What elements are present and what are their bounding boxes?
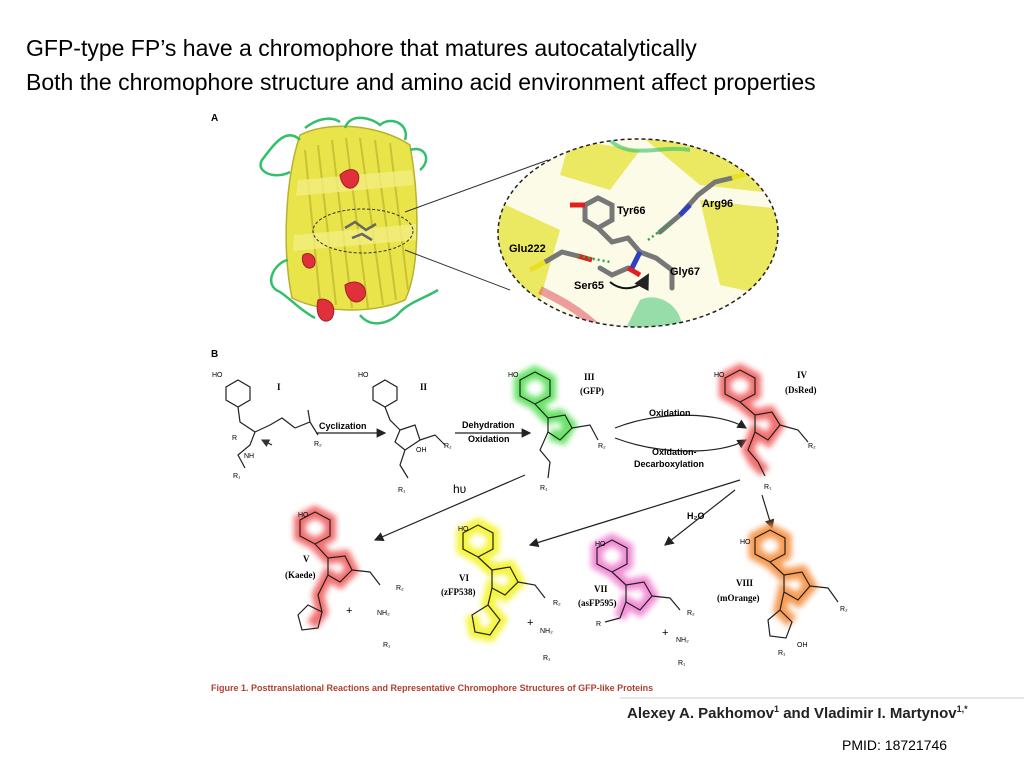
arrow-to-morange [761,494,775,530]
label-r2-vi: R₂ [553,600,561,607]
label-r1-viii: R₁ [778,650,786,657]
label-r-i: R [232,435,237,442]
label-r2-iv: R₂ [808,443,816,450]
label-ho-iv: HO [714,372,725,379]
structure-iii-gfp [514,365,599,479]
stage-label-i: I [277,382,281,392]
label-plus-v: + [346,605,352,617]
arrow-label-oxidation-step: Oxidation [468,434,510,444]
label-plus-vii: + [662,627,668,639]
zoom-line-bottom [404,249,511,291]
panel-a-letter: A [211,113,218,124]
label-r-vii: R [596,621,601,628]
arrow-to-zfp538 [528,479,741,548]
stage-label-viii: VIII [736,578,754,588]
author-2: Vladimir I. Martynov [814,705,957,722]
label-plus-vi: + [527,617,533,629]
gfp-barrel-structure [259,116,439,325]
arrow-label-dehydration: Dehydration [462,420,515,430]
arrow-label-oxidation-decarb-1: Oxidation- [652,447,697,457]
label-ho-ii: HO [358,372,369,379]
name-label-asfp595: (asFP595) [578,598,617,608]
label-r2-viii: R₂ [840,606,848,613]
label-r1-iv: R₁ [764,484,772,491]
residue-label-arg96: Arg96 [702,198,733,210]
stage-label-iv: IV [797,370,808,380]
label-r1-vii: R₁ [678,660,686,667]
label-r2-vii: R₂ [687,610,695,617]
stage-label-vi: VI [459,573,469,583]
structure-viii-morange [748,522,839,639]
zoom-line-top [404,159,549,213]
arrow-label-oxidation-decarb-2: Decarboxylation [634,459,704,469]
stage-label-v: V [303,554,310,564]
figure-caption: Figure 1. Posttranslational Reactions an… [211,683,654,693]
slide-heading-line-1: GFP-type FP’s have a chromophore that ma… [26,35,697,61]
arrow-label-water: H₂O [687,511,705,521]
label-r1-i: R₁ [233,473,241,480]
name-label-dsred: (DsRed) [785,385,817,395]
label-r2-v: R₂ [396,585,404,592]
name-label-zfp538: (zFP538) [441,587,475,597]
label-nh2-vi: NH₂ [540,628,553,635]
stage-label-iii: III [584,372,595,382]
structure-vii-asfp595 [591,533,681,623]
stage-label-ii: II [420,382,428,392]
label-ho-vii: HO [595,541,606,548]
arrow-to-asfp595 [664,489,736,546]
label-r2-ii: R₂ [444,443,452,450]
label-ho-i: HO [212,372,223,379]
arrow-label-cyclization: Cyclization [319,421,367,431]
structure-i [225,379,319,469]
structure-iv-dsred [719,363,809,477]
structure-v-kaede [294,505,381,631]
label-r2-i: R₂ [314,441,322,448]
label-r2-iii: R₂ [598,443,606,450]
label-r1-ii: R₁ [398,487,406,494]
label-r1-vi: R₁ [543,655,551,662]
label-ho-v: HO [298,512,309,519]
arrow-oxidation-decarboxylation [614,437,748,452]
label-r1-v: R₁ [383,642,391,649]
residue-label-glu222: Glu222 [509,243,546,255]
label-ho-vi: HO [458,526,469,533]
residue-label-ser65: Ser65 [574,280,604,292]
chromophore-active-site-zoom: Tyr66 Arg96 Glu222 Ser65 Gly67 [497,138,779,328]
label-ho-iii: HO [508,372,519,379]
arrow-light-to-kaede [373,474,526,542]
name-label-gfp: (GFP) [580,386,604,396]
arrow-label-oxidation: Oxidation [649,408,691,418]
panel-b-letter: B [211,349,218,360]
pmid-label: PMID: 18721746 [842,737,948,753]
structure-vi-zfp538 [456,517,546,643]
label-nh2-v: NH₂ [377,610,390,617]
author-1: Alexey A. Pakhomov [627,705,775,722]
name-label-kaede: (Kaede) [285,570,316,580]
label-ho-viii: HO [740,539,751,546]
label-oh-viii: OH [797,642,808,649]
name-label-morange: (mOrange) [717,593,760,603]
label-nh-i: NH [244,453,254,460]
arrow-oxidation [614,414,748,429]
author-conjunction: and [779,705,815,722]
author-2-affiliation: 1,* [956,704,968,714]
residue-label-gly67: Gly67 [670,266,700,278]
label-nh2-vii: NH₂ [676,637,689,644]
arrow-label-light: hυ [453,482,466,496]
author-line: Alexey A. Pakhomov1 and Vladimir I. Mart… [627,704,968,722]
slide-heading-line-2: Both the chromophore structure and amino… [26,69,816,95]
residue-label-tyr66: Tyr66 [617,205,646,217]
author-1-affiliation: 1 [774,704,780,714]
label-oh-ii: OH [416,447,427,454]
stage-label-vii: VII [594,584,608,594]
label-r1-iii: R₁ [540,485,548,492]
structure-ii [372,379,446,479]
